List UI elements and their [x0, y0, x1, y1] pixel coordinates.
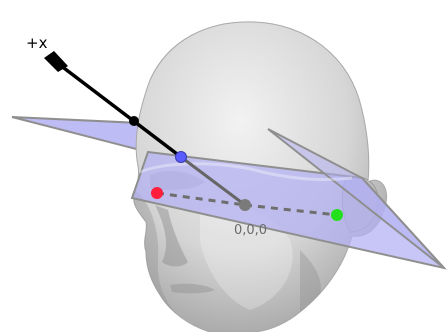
point-blue — [176, 152, 187, 163]
point-origin — [239, 199, 251, 211]
point-black — [129, 116, 139, 126]
point-green — [331, 209, 343, 221]
point-red — [151, 187, 163, 199]
origin-label: 0,0,0 — [234, 223, 267, 238]
axis-label: +x — [26, 34, 48, 52]
